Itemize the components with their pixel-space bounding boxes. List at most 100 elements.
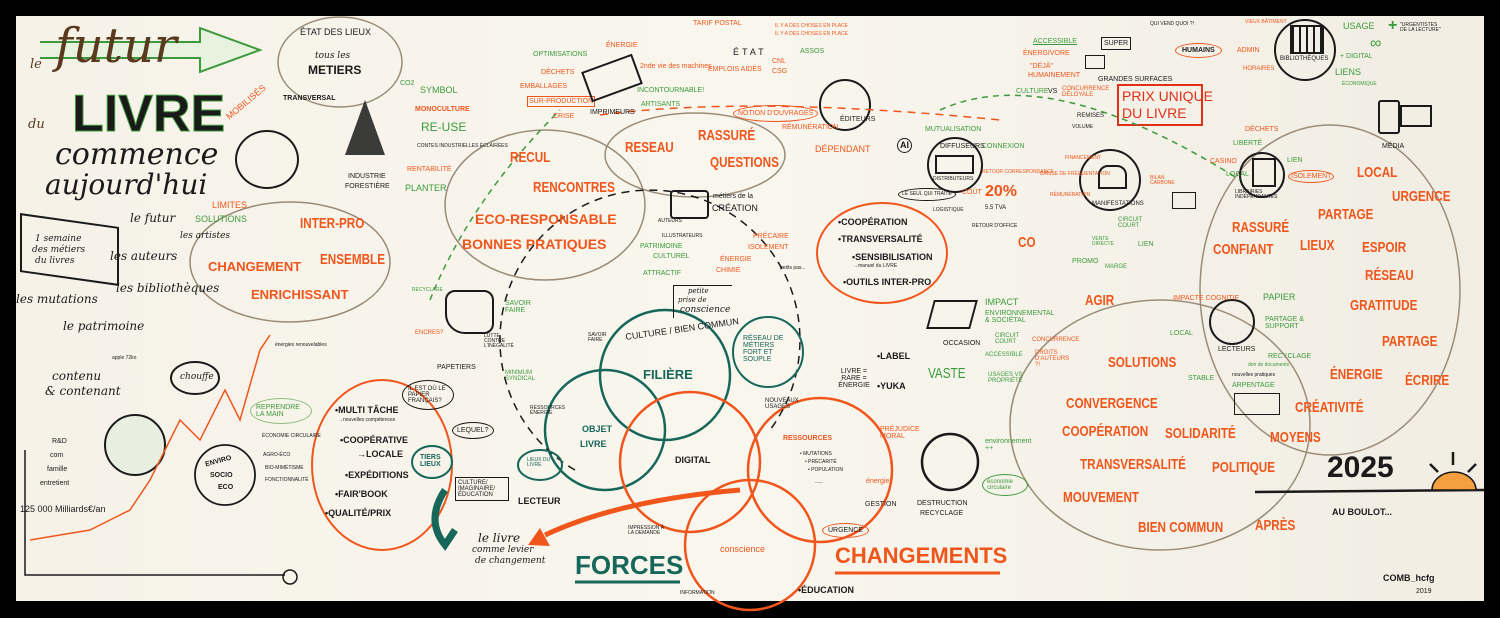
auteurs-label: AUTEURS — [658, 218, 682, 224]
venn-culture-arc — [499, 189, 801, 471]
circuit-court-label: CIRCUIT COURT — [1118, 217, 1143, 229]
bilan-carbone-label: BILAN CARBONE — [1150, 175, 1175, 186]
qui-vend-quoi-label: QUI VEND QUOI ?! — [1150, 21, 1194, 27]
mutualisation-label: MUTUALISATION — [925, 126, 982, 133]
deja-label: "DÉJÀ" — [1030, 63, 1053, 70]
coop-sensibilisation: •SENSIBILISATION — [852, 252, 933, 262]
famille-label: famille — [47, 466, 68, 473]
lutte-inegalite-label: LUTTE CONTRE L'INÉGALITÉ — [484, 333, 514, 349]
venn-livre-label: LIVRE — [580, 439, 607, 449]
isolement-label: ISOLEMENT — [748, 244, 789, 251]
impression-demande-label: IMPRESSION À LA DEMANDE — [628, 525, 665, 536]
destruction-label: DESTRUCTION — [917, 500, 968, 507]
tiers-lieux-label: TIERS LIEUX — [420, 454, 441, 468]
connector-left — [429, 109, 561, 301]
rentabilite-label: RENTABILITÉ — [407, 166, 452, 173]
contes-label: CONTES INDUSTRIELLES ÉCLAIRÉES — [417, 143, 508, 149]
cloud-word-politique: POLITIQUE — [1212, 459, 1276, 476]
artisants-label: ARTISANTS — [641, 101, 681, 108]
cloud-interpro — [189, 201, 391, 323]
occasion-label: OCCASION — [943, 340, 981, 347]
bibliotheques-circle — [1274, 19, 1336, 81]
reuse-label: RE-USE — [421, 120, 467, 134]
au-boulot-label: AU BOULOT... — [1332, 507, 1392, 517]
lecteurs-circle — [1209, 299, 1255, 345]
admin-label: ADMIN — [1237, 47, 1260, 54]
phone-laptop-icon — [1378, 100, 1400, 134]
cloud-word-recul: RECUL — [510, 149, 551, 166]
lequel-bubble: LEQUEL? — [452, 422, 494, 439]
cloud-bottom — [1009, 299, 1311, 551]
title-arrow-icon — [40, 26, 263, 74]
casino-label: CASINO — [1210, 158, 1237, 165]
etat-des-lieux-label: ÉTAT DES LIEUX — [300, 27, 372, 37]
baisse-frequentation-label: BAISSE DE FRÉQUENTATION — [1040, 171, 1110, 177]
usages-propriete-label: USAGES VS PROPRIÉTÉ — [988, 372, 1023, 384]
precaire-label: PRÉCAIRE — [753, 233, 789, 240]
venn-ressources — [746, 396, 894, 544]
recyclage-papetiers-label: RECYCLAGE — [412, 287, 443, 293]
imprimeurs-label: IMPRIMEURS — [590, 109, 635, 116]
venn-objet-livre — [543, 368, 667, 492]
venn-conscience — [683, 478, 817, 612]
concurrence-label: CONCURRENCE DÉLOYALE — [1062, 86, 1110, 98]
droits-auteurs-label: DROITS D'AUTEURS ?! — [1035, 350, 1070, 368]
envelope-icon — [1172, 192, 1196, 209]
isolement-libr-label: ISOLEMENT — [1288, 170, 1335, 183]
venn-filiere-label: FILIÈRE — [643, 367, 693, 382]
levier-line-2: comme levier — [472, 545, 534, 555]
emballages-label: EMBALLAGES — [520, 83, 568, 90]
solutions-label: SOLUTIONS — [195, 214, 248, 224]
dechets-label: DÉCHETS — [541, 69, 575, 76]
concurrence-env-label: CONCURRENCE — [1032, 337, 1080, 343]
cloud-word-cooperation: COOPÉRATION — [1062, 423, 1149, 440]
ai-label: AI — [897, 138, 912, 153]
prix-unique-box — [1117, 84, 1203, 126]
coop-manuel: →manuel du LIVRE — [853, 263, 898, 269]
connexion-label: CONNEXION — [982, 143, 1025, 150]
venn-conscience-label: conscience — [720, 544, 766, 554]
grandes-surfaces-label: GRANDES SURFACES — [1098, 76, 1173, 83]
cloud-word-convergence: CONVERGENCE — [1066, 395, 1158, 412]
environnemental-label: ENVIRONNEMENTAL & SOCIÉTAL — [985, 310, 1055, 324]
cloud-word-reseau-right: RÉSEAU — [1365, 267, 1414, 284]
recyclage-env-label: RECYCLAGE — [920, 510, 964, 517]
laptop-icon — [1085, 55, 1105, 69]
humainement-label: HUMAINEMENT — [1028, 72, 1081, 79]
volume-label: VOLUME — [1072, 124, 1094, 130]
monoculture-label: MONOCULTURE — [415, 106, 470, 113]
cloud-right — [1199, 124, 1461, 456]
marge-label: MARGE — [1105, 264, 1128, 270]
apple-label: apple 72ko — [112, 355, 137, 361]
economie-circulaire-label: économie circulaire — [982, 474, 1028, 496]
title-futur: futur — [55, 18, 177, 74]
title-aujourdhui: aujourd'hui — [45, 168, 208, 201]
le-futur-label: le futur — [130, 211, 176, 225]
action-locale: →LOCALE — [357, 449, 403, 459]
cloud-word-bien-commun: BIEN COMMUN — [1138, 519, 1224, 536]
choses-en-place-1: IL Y A DES CHOSES EN PLACE — [775, 23, 848, 29]
librairies-circle — [1239, 152, 1285, 198]
coop-transversalite: •TRANSVERSALITÉ — [838, 234, 923, 244]
laptop-media-icon — [1400, 105, 1432, 127]
arpentage-label: ARPENTAGE — [1232, 382, 1275, 389]
du-livre-label: DU LIVRE — [1122, 105, 1187, 121]
transversal-label: TRANSVERSAL — [283, 95, 336, 102]
seul-qui-traite-label: LE SEUL QUI TRAITE — [898, 188, 956, 201]
entretient-label: entretient — [40, 480, 70, 487]
cloud-word-solutions: SOLUTIONS — [1108, 354, 1177, 371]
conscience-label: conscience — [680, 305, 731, 315]
distributeurs-label: DISTRIBUTEURS — [933, 176, 974, 182]
cloud-word-partage-2: PARTAGE — [1382, 333, 1438, 350]
local-lecteurs-label: LOCAL — [1170, 330, 1193, 337]
papier-label: PAPIER — [1263, 292, 1296, 302]
lien-libr-label: LIEN — [1287, 157, 1303, 164]
cloud-word-gratitude: GRATITUDE — [1350, 297, 1418, 314]
du-livres-label: du livres — [35, 256, 75, 266]
economie-circulaire-label: ÉCONOMIE CIRCULAIRE — [262, 433, 321, 439]
teal-arrow-icon — [431, 488, 458, 551]
accessible-env-label: ACCESSIBLE — [985, 352, 1023, 358]
venn-ressources-label: RESSOURCES — [783, 435, 833, 442]
enviro-circle — [194, 444, 256, 506]
